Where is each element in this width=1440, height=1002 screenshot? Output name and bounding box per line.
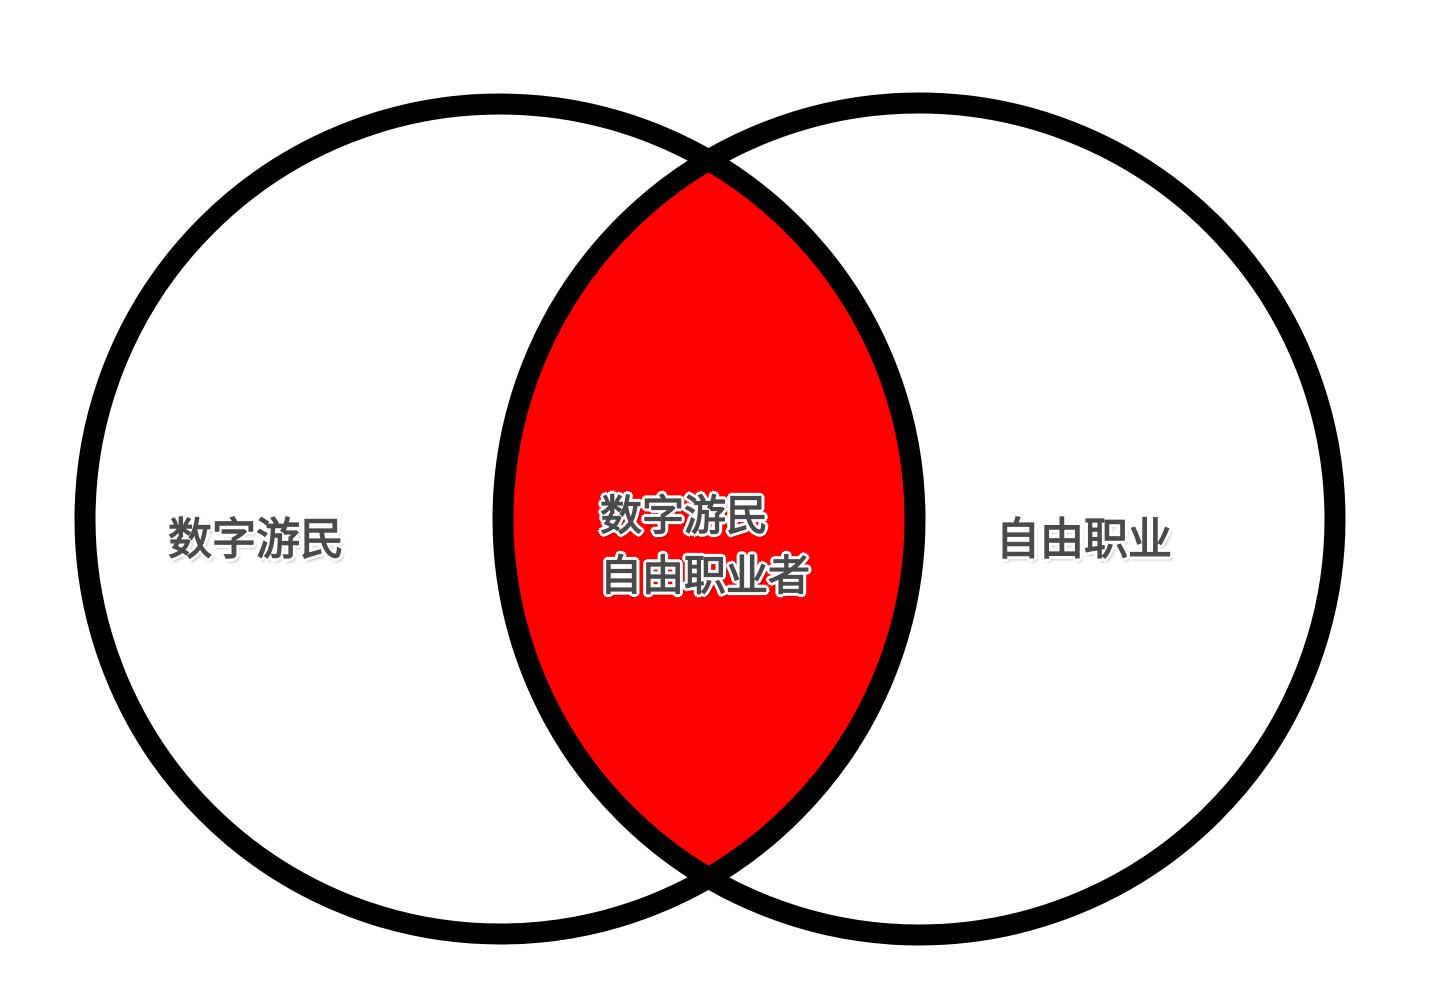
- left-circle: [74, 93, 926, 945]
- right-set-label: 自由职业: [996, 514, 1172, 565]
- left-set-label: 数字游民: [168, 514, 344, 565]
- intersection-region: [503, 104, 915, 934]
- intersection-label: 数字游民 自由职业者: [600, 486, 810, 606]
- intersection-label-line2: 自由职业者: [600, 551, 811, 600]
- right-circle: [492, 92, 1346, 946]
- intersection-label-line1: 数字游民: [600, 491, 769, 540]
